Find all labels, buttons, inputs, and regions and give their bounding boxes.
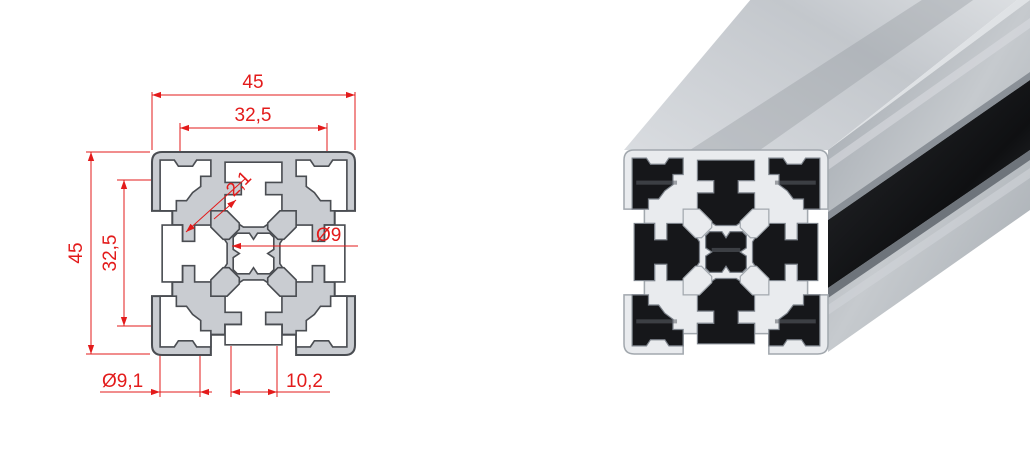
dim-overall-height: 45 xyxy=(66,242,87,263)
dim-slot-width: 10,2 xyxy=(286,371,323,392)
cross-section-drawing: 45 32,5 45 32,5 2,1 Ø9 Ø9,1 10,2 xyxy=(66,72,358,397)
dimension-lines xyxy=(87,91,358,396)
dim-overall-width: 45 xyxy=(242,72,263,93)
dim-groove-spacing-height: 32,5 xyxy=(100,235,121,272)
dim-groove-spacing-width: 32,5 xyxy=(235,105,272,126)
extrusion-render xyxy=(623,0,1030,355)
dim-center-bore: Ø9 xyxy=(316,225,341,246)
profile-cross-section xyxy=(150,150,357,357)
dim-slot-diameter: Ø9,1 xyxy=(102,371,143,392)
extrusion-end-face xyxy=(623,149,829,355)
